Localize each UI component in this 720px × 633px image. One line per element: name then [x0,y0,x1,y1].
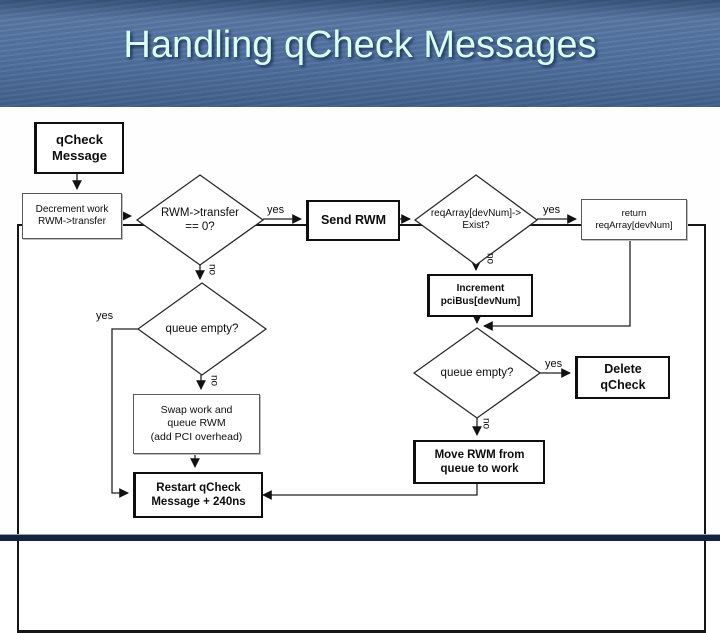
label-reqarray-exist: reqArray[devNum]-> Exist? [430,207,522,232]
page-title: Handling qCheck Messages [123,24,597,66]
edge-label-no: no [480,417,492,430]
diamond-reqarray-exist [413,174,539,266]
node-delete-qcheck: Delete qCheck [575,356,670,399]
edge-move-to-restart [262,480,478,500]
diamond-queue-empty-right [412,327,542,419]
node-restart-qcheck: Restart qCheck Message + 240ns [133,472,263,518]
slide-bottom-strip [0,534,720,541]
label-queue-empty-left: queue empty? [165,322,239,335]
label-queue-empty-right: queue empty? [440,366,514,379]
edge-queue-yes-restart [111,328,138,498]
edge-label-no: no [484,252,496,265]
title-band: Handling qCheck Messages [0,0,720,108]
node-qcheck-message: qCheck Message [34,122,124,174]
edge-label-yes: yes [96,310,114,322]
edge-label-yes: yes [267,204,285,216]
node-increment-pcibus: Increment pciBus[devNum] [427,274,533,317]
node-decrement-work: Decrement work RWM->transfer [22,193,122,239]
node-move-rwm: Move RWM from queue to work [413,440,545,484]
edge-label-no: no [206,263,218,276]
edge-label-no: no [208,374,220,387]
node-swap-work-queue: Swap work and queue RWM (add PCI overhea… [133,394,260,454]
flowchart-connectors [72,171,631,500]
edge-label-yes: yes [543,204,561,216]
edge-label-yes: yes [545,358,563,370]
edge-return-to-junction [483,238,631,331]
diamond-queue-empty-left [136,282,268,376]
label-transfer-zero: RWM->transfer == 0? [160,206,240,233]
node-return-reqarray: return reqArray[devNum] [581,199,687,240]
node-send-rwm: Send RWM [306,200,400,241]
diamond-transfer-zero [135,174,265,266]
